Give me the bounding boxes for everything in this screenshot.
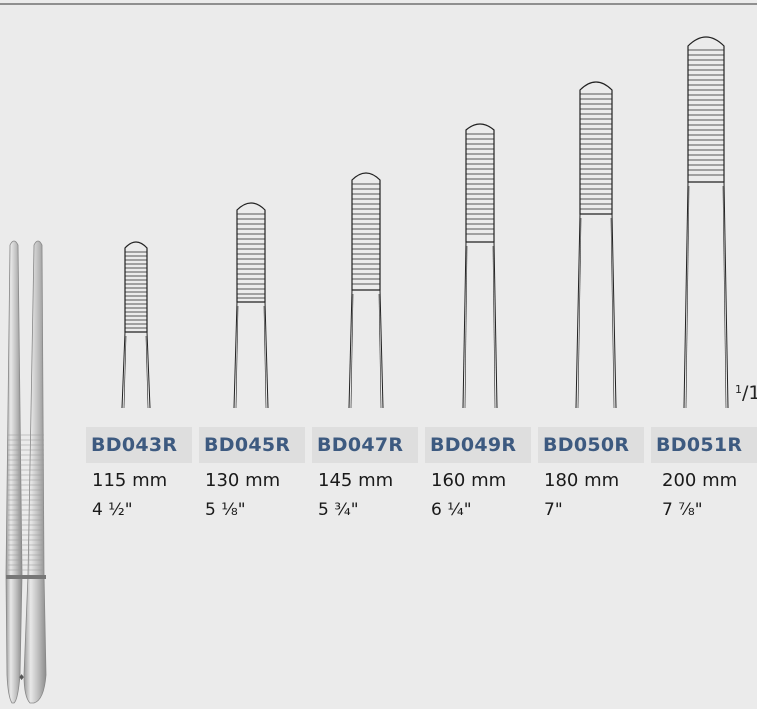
length-mm-bd051r: 200 mm [662, 470, 738, 491]
product-code-bd045r: BD045R [199, 427, 305, 463]
product-code-bd043r: BD043R [86, 427, 192, 463]
length-mm-bd049r: 160 mm [431, 470, 507, 491]
scale-indicator: 1/1 [735, 382, 757, 404]
forceps-drawing-bd043r [121, 241, 151, 409]
product-code-bd047r: BD047R [312, 427, 418, 463]
length-inch-bd045r: 5 ⅛" [205, 500, 246, 520]
length-mm-bd045r: 130 mm [205, 470, 281, 491]
product-code-bd049r: BD049R [425, 427, 531, 463]
length-mm-bd047r: 145 mm [318, 470, 394, 491]
forceps-drawing-bd047r [348, 172, 384, 409]
forceps-drawing-bd045r [233, 202, 269, 409]
forceps-drawing-bd049r [462, 123, 498, 409]
forceps-drawing-bd050r [575, 81, 617, 409]
length-mm-bd050r: 180 mm [544, 470, 620, 491]
svg-text:♦: ♦ [18, 673, 25, 682]
top-divider [0, 3, 757, 5]
length-inch-bd049r: 6 ¼" [431, 500, 472, 520]
length-mm-bd043r: 115 mm [92, 470, 168, 491]
length-inch-bd047r: 5 ¾" [318, 500, 359, 520]
length-inch-bd043r: 4 ½" [92, 500, 133, 520]
product-code-bd050r: BD050R [538, 427, 644, 463]
length-inch-bd051r: 7 ⅞" [662, 500, 703, 520]
length-inch-bd050r: 7" [544, 500, 563, 520]
forceps-photo: ♦ [5, 240, 47, 704]
product-code-bd051r: BD051R [651, 427, 757, 463]
forceps-drawing-bd051r [683, 36, 729, 409]
